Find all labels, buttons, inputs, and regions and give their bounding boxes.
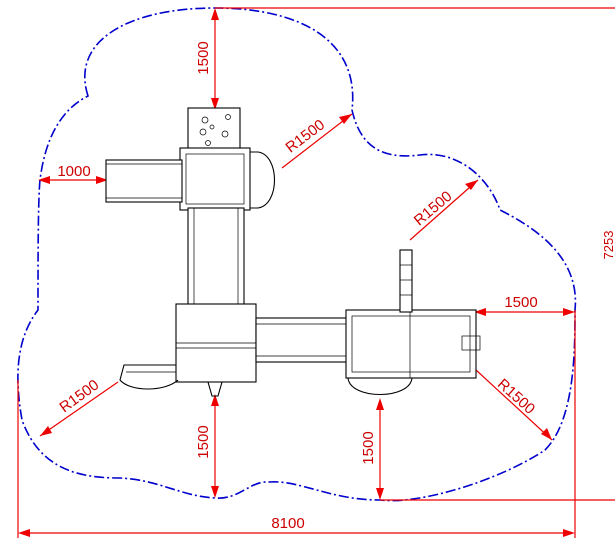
left-bridge — [105, 159, 183, 203]
radius-4-arrow — [541, 428, 552, 440]
climbing-hold — [209, 124, 215, 130]
radius-2-line — [409, 179, 479, 241]
climbing-hold — [221, 130, 229, 138]
overall-width-arrow-left — [18, 529, 30, 537]
radius-3-arrow — [40, 426, 52, 436]
bottom-left-clearance-arrow-down — [211, 486, 219, 498]
top-clearance-label: 1500 — [195, 41, 212, 74]
right-tower-handle — [461, 335, 481, 351]
safety-zone-outline — [17, 7, 577, 502]
top-clearance-arrow-up — [211, 8, 219, 20]
bottom-right-clearance-label: 1500 — [360, 431, 377, 464]
right-clearance-arrow-left — [474, 308, 486, 316]
climbing-hold — [205, 140, 211, 146]
overall-width-label: 8100 — [271, 515, 304, 532]
left-clearance-arrow-right — [96, 176, 108, 184]
radius-1-arrow — [339, 114, 352, 124]
horizontal-bridge — [255, 317, 349, 363]
right-clearance-label: 1500 — [504, 294, 537, 311]
climbing-hold — [199, 128, 207, 136]
climbing-hold — [225, 114, 231, 120]
overall-depth-label: 7253 — [601, 231, 615, 260]
radius-1-line — [281, 113, 353, 169]
radius-2-label: R1500 — [411, 188, 456, 229]
overall-width-arrow-right — [563, 529, 575, 537]
radius-4-label: R1500 — [494, 376, 538, 418]
bottom-slide-marker — [207, 381, 223, 397]
right-tower-inner — [351, 315, 471, 373]
bottom-left-clearance-label: 1500 — [195, 425, 212, 458]
bottom-left-clearance-arrow-up — [211, 394, 219, 406]
upper-tower — [179, 147, 251, 211]
radius-2-arrow — [465, 180, 478, 190]
left-clearance-label: 1000 — [57, 163, 90, 180]
right-ladder — [399, 249, 413, 313]
right-tower — [345, 309, 477, 379]
upper-half-deck — [250, 151, 276, 209]
right-clearance-arrow-right — [563, 308, 575, 316]
left-clearance-arrow-left — [38, 176, 50, 184]
right-half-deck — [347, 377, 413, 395]
lower-left-steps — [119, 364, 179, 390]
climbing-hold — [201, 116, 209, 124]
bottom-right-clearance-arrow-up — [376, 398, 384, 410]
radius-4-line — [475, 369, 553, 441]
radius-3-label: R1500 — [56, 376, 102, 416]
upper-tower-inner — [185, 153, 245, 205]
top-clearance-arrow-down — [211, 98, 219, 110]
radius-3-line — [39, 381, 119, 437]
bottom-right-clearance-arrow-down — [376, 488, 384, 500]
vertical-bridge — [187, 207, 245, 307]
climbing-panel — [187, 107, 241, 151]
